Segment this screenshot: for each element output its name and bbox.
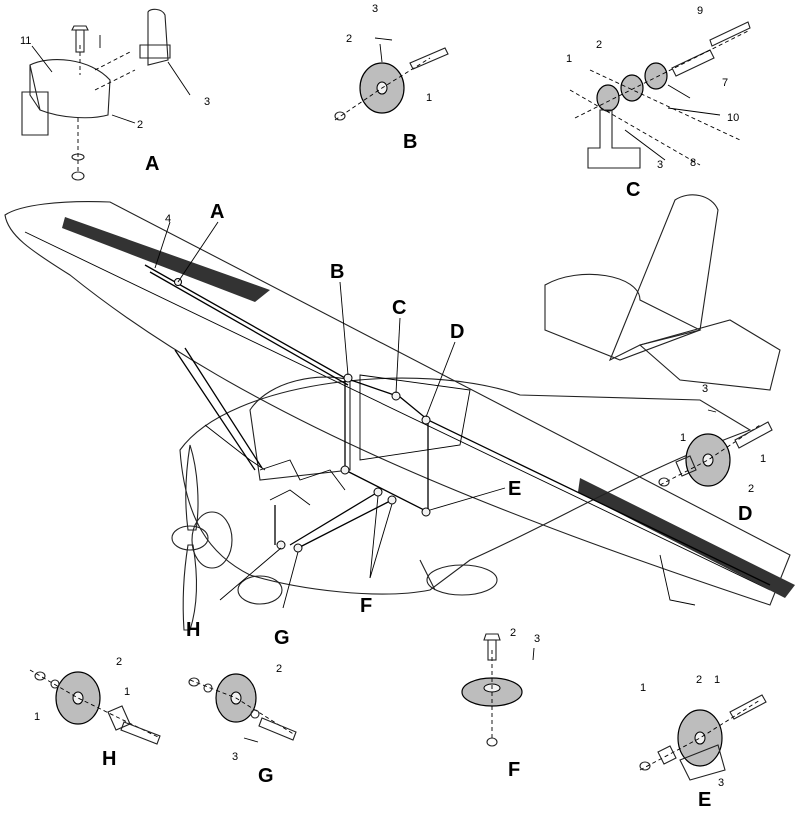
detail-C: 1 2 9 7 10 8 3 C	[566, 5, 751, 201]
label-detail-H: H	[102, 748, 116, 770]
label-main-E: E	[508, 478, 521, 500]
callout-H-2: 2	[116, 656, 122, 668]
main-leader-lines	[154, 221, 696, 609]
label-main-H: H	[186, 619, 200, 641]
aircraft-illustration	[4, 194, 795, 631]
callout-G-2: 2	[276, 663, 282, 675]
detail-E: 1 2 1 3 E	[639, 674, 767, 811]
callout-B-3: 3	[372, 3, 378, 15]
main-view-labels: A 4 B C D E F G H	[165, 201, 521, 649]
callout-A-3: 3	[204, 96, 210, 108]
callout-C-9: 9	[697, 5, 703, 17]
callout-E-1b: 1	[714, 674, 720, 686]
callout-E-1a: 1	[640, 682, 646, 694]
callout-D-2: 2	[748, 483, 754, 495]
label-detail-F: F	[508, 759, 520, 781]
callout-A-2: 2	[137, 119, 143, 131]
label-main-A: A	[210, 201, 224, 223]
callout-C-8: 8	[690, 157, 696, 169]
callout-D-1a: 1	[680, 432, 686, 444]
callout-G-3: 3	[232, 751, 238, 763]
callout-H-1b: 1	[34, 711, 40, 723]
label-detail-B: B	[403, 131, 417, 153]
callout-B-1: 1	[426, 92, 432, 104]
callout-C-7: 7	[722, 77, 728, 89]
detail-G: 2 3 G	[188, 663, 297, 787]
callout-C-1: 1	[566, 53, 572, 65]
callout-D-3: 3	[702, 383, 708, 395]
label-detail-C: C	[626, 179, 640, 201]
detail-H: 2 1 1 H	[29, 656, 161, 770]
callout-C-3: 3	[657, 159, 663, 171]
label-detail-A: A	[145, 153, 159, 175]
detail-B: 3 2 1 B	[334, 3, 449, 153]
detail-F: 2 3 F	[461, 627, 540, 781]
callout-F-3: 3	[534, 633, 540, 645]
label-main-B: B	[330, 261, 344, 283]
label-detail-G: G	[258, 765, 274, 787]
callout-C-2: 2	[596, 39, 602, 51]
detail-D: 3 1 1 2 D	[658, 383, 773, 525]
callout-D-1b: 1	[760, 453, 766, 465]
callout-C-10: 10	[727, 112, 739, 124]
label-main-D: D	[450, 321, 464, 343]
callout-H-1a: 1	[124, 686, 130, 698]
label-detail-D: D	[738, 503, 752, 525]
pulley-points	[174, 278, 431, 553]
label-main-C: C	[392, 297, 406, 319]
label-main-G: G	[274, 627, 290, 649]
callout-F-2: 2	[510, 627, 516, 639]
callout-A-11: 11	[20, 35, 31, 47]
detail-A: 11 2 3 A	[20, 8, 210, 181]
callout-E-2: 2	[696, 674, 702, 686]
callout-E-3: 3	[718, 777, 724, 789]
label-detail-E: E	[698, 789, 711, 811]
callout-B-2: 2	[346, 33, 352, 45]
label-main-F: F	[360, 595, 372, 617]
callout-main-4: 4	[165, 213, 171, 225]
